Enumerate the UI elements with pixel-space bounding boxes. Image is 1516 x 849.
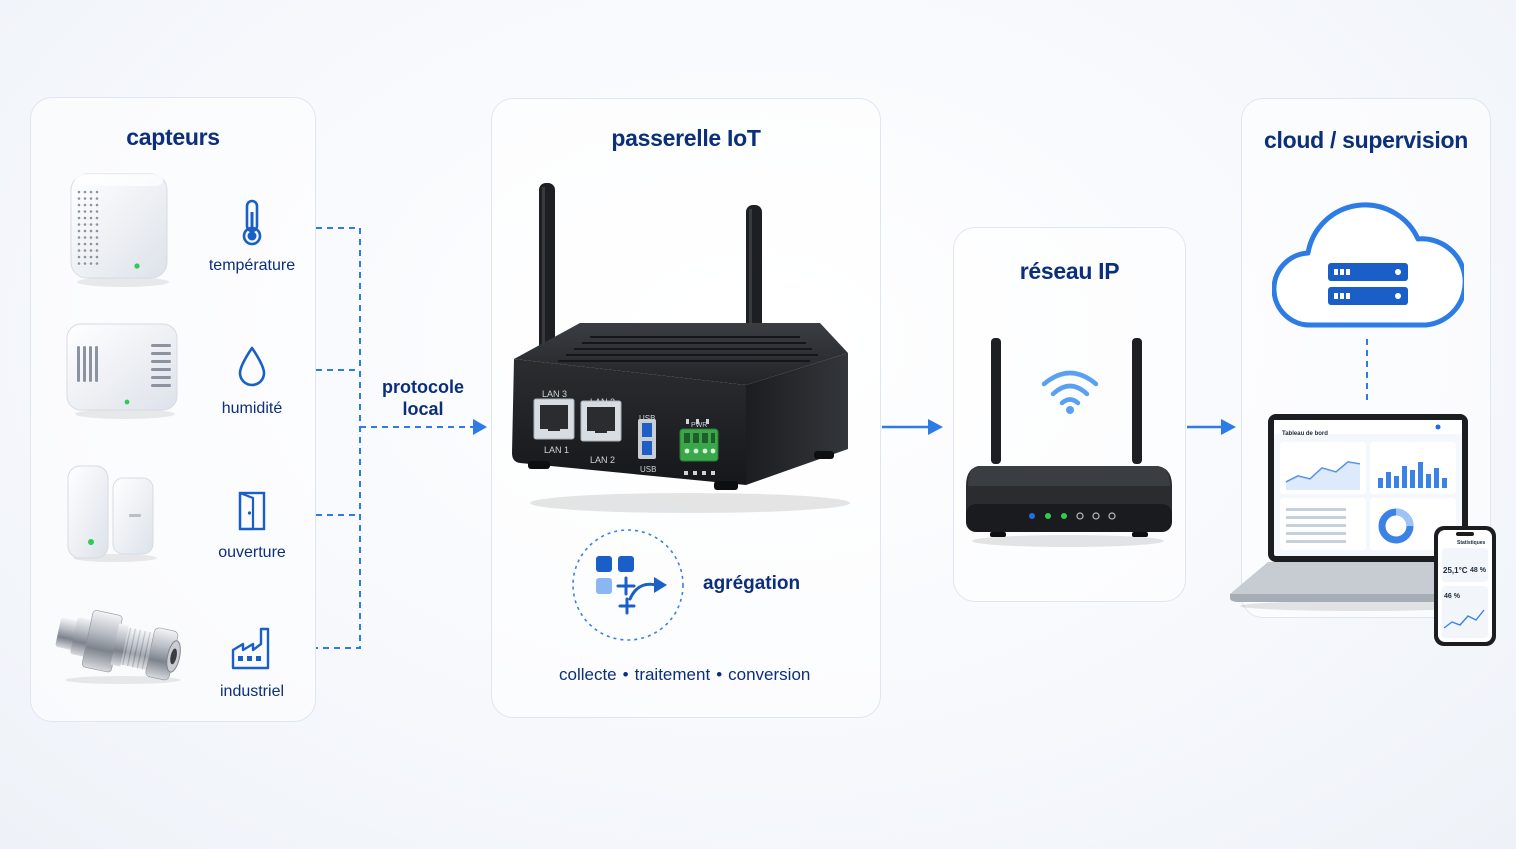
aggregation-label: agrégation	[703, 573, 801, 594]
sensor-label-industrial: industriel	[219, 683, 285, 700]
local-protocol-connector	[316, 222, 492, 662]
aggregation-icon	[570, 527, 686, 643]
caption-separator-1: •	[622, 665, 629, 684]
local-protocol-label: protocole local	[364, 376, 482, 420]
gateway-title: passerelle IoT	[611, 125, 761, 151]
sensor-label-temperature: température	[208, 257, 296, 274]
port-label-lan2-top: LAN 2	[590, 397, 616, 407]
sensors-panel: capteurs température	[30, 97, 316, 722]
gateway-caption: collecte • traitement • conversion	[559, 665, 810, 685]
gateway-to-network-arrow	[882, 417, 944, 437]
droplet-icon	[236, 345, 268, 389]
thermometer-icon	[239, 198, 265, 246]
network-title: réseau IP	[1019, 258, 1120, 284]
cloud-title: cloud / supervision	[1264, 127, 1468, 153]
network-to-cloud-arrow	[1187, 417, 1237, 437]
industrial-sensor-device	[53, 604, 187, 686]
humidity-sensor-device	[63, 320, 183, 420]
smartphone-device	[1432, 524, 1500, 650]
wifi-icon	[1038, 366, 1102, 416]
phone-humidity: 48 %	[1470, 567, 1486, 574]
caption-process: traitement	[634, 665, 711, 684]
port-label-lan2: LAN 2	[590, 455, 616, 465]
sensors-title: capteurs	[126, 124, 220, 150]
door-icon	[237, 490, 267, 532]
wifi-router-device	[964, 336, 1174, 551]
local-protocol-line2: local	[402, 399, 444, 419]
sensor-label-humidity: humidité	[221, 400, 283, 417]
caption-convert: conversion	[728, 665, 811, 684]
gateway-panel: passerelle IoT	[491, 98, 881, 718]
port-label-usb-top: USB	[639, 414, 656, 423]
temperature-sensor-device	[65, 170, 175, 288]
port-label-lan1: LAN 1	[544, 445, 570, 455]
port-label-usb-bottom: USB	[640, 465, 657, 474]
door-sensor-device	[65, 464, 161, 564]
cloud-to-dashboard-connector	[1365, 339, 1369, 403]
caption-separator-2: •	[716, 665, 723, 684]
laptop-dashboard-title: Tableau de bord	[1282, 431, 1328, 437]
phone-title: Statistiques	[1457, 540, 1486, 546]
iot-gateway-device	[510, 181, 855, 516]
phone-humidity-2: 46 %	[1444, 593, 1460, 600]
cloud-server-icon	[1272, 189, 1464, 329]
port-label-lan3-top: LAN 3	[542, 389, 568, 399]
sensor-label-door: ouverture	[218, 544, 286, 561]
phone-temperature: 25,1°C	[1443, 566, 1468, 575]
caption-collect: collecte	[559, 665, 617, 684]
port-label-pwr: PWR	[691, 422, 708, 429]
factory-icon	[231, 626, 273, 670]
local-protocol-line1: protocole	[381, 377, 464, 397]
network-panel: réseau IP	[953, 227, 1186, 602]
